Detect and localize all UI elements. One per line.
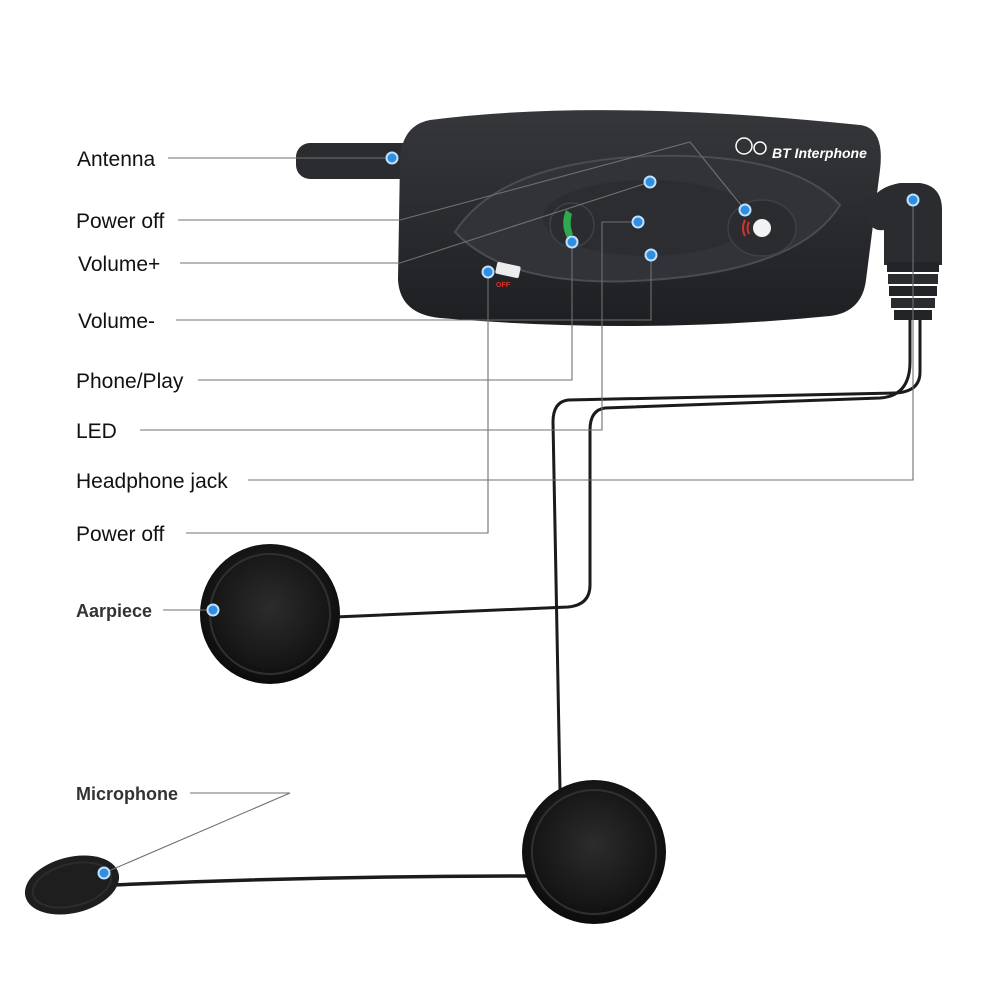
microphone-boom bbox=[110, 874, 532, 887]
label-headphone-jack: Headphone jack bbox=[76, 470, 228, 493]
label-phone-play: Phone/Play bbox=[76, 370, 184, 393]
cable-jack-to-earpiece bbox=[333, 318, 912, 619]
marker-volume-down bbox=[644, 248, 658, 262]
label-volume-down: Volume- bbox=[78, 310, 155, 333]
marker-led bbox=[631, 215, 645, 229]
motorcycle-icon bbox=[735, 137, 753, 155]
intercom-unit: OFF BT Interphone bbox=[296, 110, 942, 327]
marker-power-switch bbox=[481, 265, 495, 279]
leader-lines bbox=[103, 141, 914, 874]
label-power-off-bottom: Power off bbox=[76, 523, 164, 546]
leader-phone-play bbox=[198, 242, 573, 381]
speaker-pad bbox=[522, 780, 666, 924]
marker-phone bbox=[565, 235, 579, 249]
marker-intercom bbox=[738, 203, 752, 217]
power-switch[interactable]: OFF bbox=[495, 262, 521, 289]
leader-headphone-jack bbox=[248, 200, 914, 481]
leader-volume-down bbox=[176, 255, 652, 321]
label-antenna: Antenna bbox=[77, 148, 156, 171]
inner-panel bbox=[543, 180, 753, 256]
power-switch-label: OFF bbox=[496, 282, 511, 289]
brand-text: BT Interphone bbox=[772, 145, 867, 161]
marker-earpiece bbox=[206, 603, 220, 617]
label-led: LED bbox=[76, 420, 117, 443]
helmet-icon bbox=[753, 219, 771, 237]
label-earpiece: Aarpiece bbox=[76, 601, 152, 621]
label-microphone: Microphone bbox=[76, 784, 178, 804]
leader-microphone bbox=[103, 792, 291, 874]
marker-headphone-jack bbox=[906, 193, 920, 207]
label-volume-up: Volume+ bbox=[78, 253, 160, 276]
leader-power-off-bottom bbox=[186, 272, 489, 534]
leader-led bbox=[140, 221, 638, 431]
cable-jack-to-speaker bbox=[551, 318, 922, 792]
earpiece-pad bbox=[200, 544, 340, 684]
microphone-foam bbox=[24, 855, 120, 915]
marker-volume-up bbox=[643, 175, 657, 189]
callout-labels: Antenna Power off Volume+ Volume- Phone/… bbox=[76, 148, 228, 804]
marker-dots bbox=[97, 151, 920, 880]
cables bbox=[110, 318, 922, 887]
brand-logo: BT Interphone bbox=[735, 137, 867, 161]
marker-microphone bbox=[97, 866, 111, 880]
headphone-jack-plug bbox=[866, 183, 942, 320]
marker-antenna bbox=[385, 151, 399, 165]
intercom-button[interactable] bbox=[727, 199, 797, 257]
leader-power-off-top bbox=[178, 141, 746, 221]
leader-volume-up bbox=[180, 181, 651, 264]
phone-icon bbox=[563, 210, 573, 238]
label-power-off-top: Power off bbox=[76, 210, 164, 233]
